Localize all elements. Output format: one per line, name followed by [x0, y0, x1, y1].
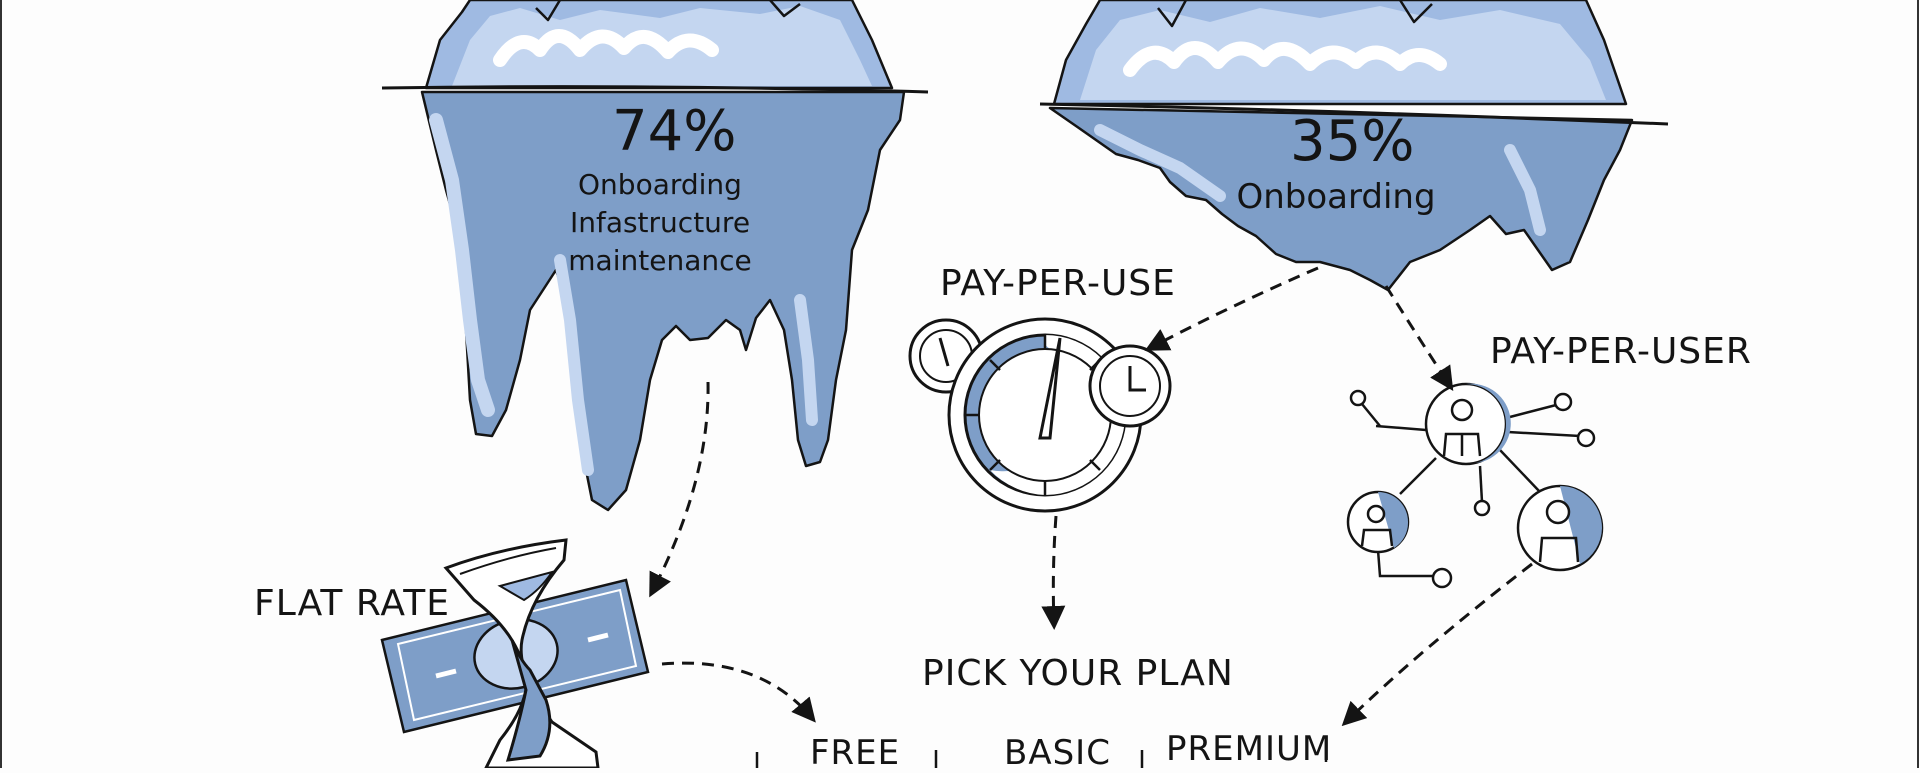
plan-option-basic[interactable]: BASIC	[1004, 733, 1111, 773]
flat-rate-label: FLAT RATE	[254, 583, 450, 624]
arrow-stopwatch-to-plans	[1041, 515, 1066, 630]
arrow-pay-per-user-to-plans	[1341, 562, 1533, 727]
pick-your-plan-title: PICK YOUR PLAN	[922, 653, 1234, 694]
iceberg-right-icon	[1039, 0, 1669, 292]
pay-per-user-label: PAY-PER-USER	[1490, 331, 1752, 372]
hourglass-icon	[443, 538, 600, 768]
arrow-iceberg-to-pay-per-user	[1384, 285, 1454, 392]
people-network-icon	[1346, 382, 1604, 589]
stopwatch-icon	[908, 317, 1172, 513]
iceberg-left-line-2: Infastructure	[569, 206, 751, 239]
arrow-iceberg-to-flat-rate	[649, 381, 710, 598]
plan-option-free[interactable]: FREE	[810, 733, 901, 773]
plan-option-premium[interactable]: PREMIUM	[1166, 729, 1333, 769]
pay-per-use-label: PAY-PER-USE	[940, 263, 1176, 304]
iceberg-left-line-1: Onboarding	[578, 168, 742, 201]
iceberg-right-label: Onboarding	[1236, 178, 1436, 216]
iceberg-left-label: Onboarding Infastructure maintenance	[560, 166, 760, 280]
plan-dividers	[755, 738, 1328, 768]
iceberg-left-line-3: maintenance	[568, 244, 752, 277]
iceberg-left-percent: 74%	[612, 99, 737, 164]
iceberg-right-line-1: Onboarding	[1236, 177, 1436, 217]
arrow-flat-rate-to-plans	[661, 661, 816, 723]
arrow-iceberg-to-pay-per-use	[1144, 266, 1319, 351]
iceberg-right-percent: 35%	[1290, 109, 1415, 174]
iceberg-left-icon	[381, 0, 929, 512]
